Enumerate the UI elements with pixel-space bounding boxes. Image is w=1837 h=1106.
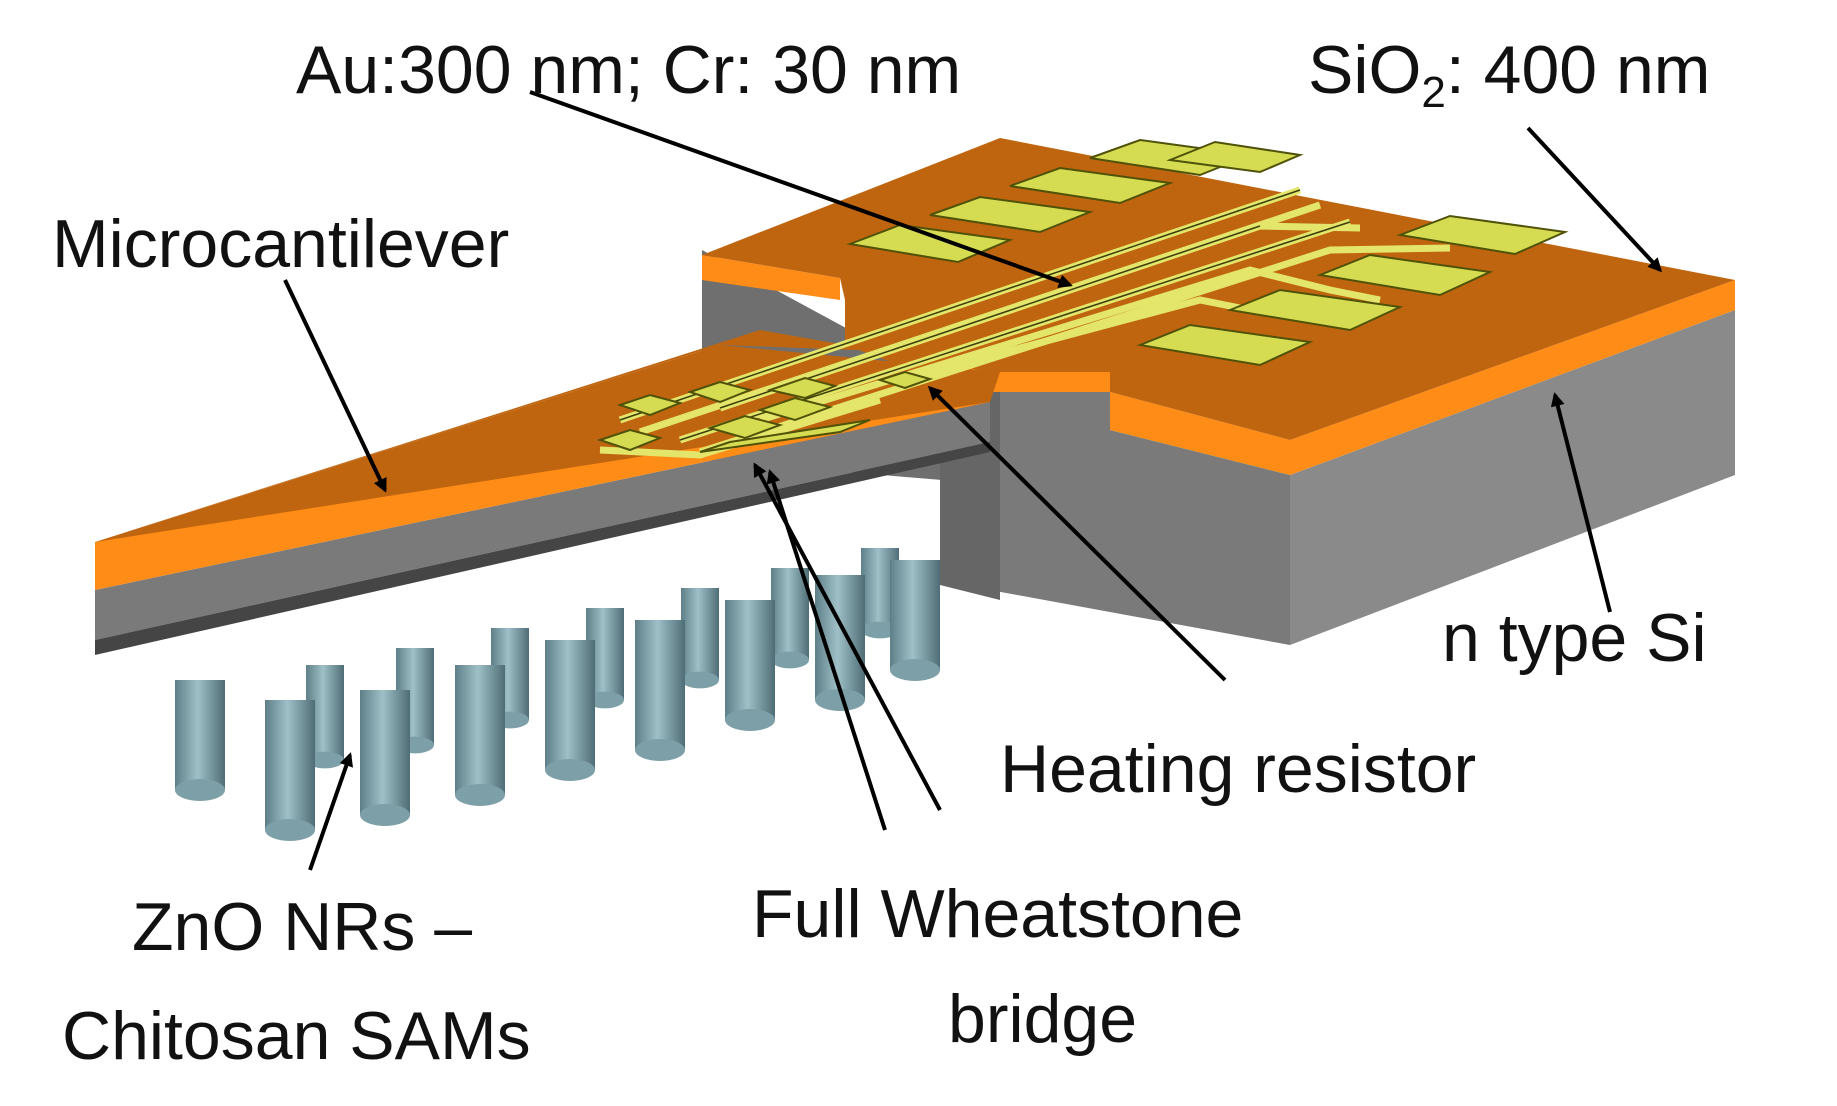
arrow-wheatstone-bridge-2 [766, 469, 887, 831]
cantilever-silicon-front [95, 402, 990, 640]
arrow-metal-layers [529, 90, 1073, 288]
label-nanorods-line1: ZnO NRs – [132, 889, 473, 965]
cantilever-oxide-top-main [95, 345, 1000, 542]
pad-small-6 [766, 376, 839, 400]
arrow-substrate [1550, 392, 1612, 613]
arrow-heating-resistor [927, 385, 1227, 682]
contact-pads [596, 138, 1569, 453]
label-microcantilever: Microcantilever [52, 206, 510, 282]
label-oxide-prefix: SiO [1308, 32, 1422, 108]
nanorod [545, 640, 595, 781]
nanorod [360, 690, 410, 826]
nanorod [771, 568, 809, 669]
substrate-front-face-silicon [990, 392, 1290, 645]
annotation-arrows [283, 90, 1663, 871]
arrow-microcantilever [283, 279, 387, 493]
pad-6 [1396, 214, 1569, 256]
label-metal-layers: Au:300 nm; Cr: 30 nm [296, 32, 962, 108]
trace-6 [758, 266, 1381, 424]
pad-small-4 [706, 414, 784, 440]
nanorod [455, 665, 505, 806]
label-oxide-layer: SiO2: 400 nm [1308, 36, 1710, 115]
pad-8 [1226, 288, 1404, 332]
nanorod [265, 700, 315, 841]
nanorod [681, 588, 719, 689]
pad-small-5 [756, 396, 834, 422]
label-substrate: n type Si [1442, 600, 1707, 676]
nanorod [635, 620, 685, 761]
pad-7 [1316, 253, 1494, 297]
label-oxide-subscript: 2 [1421, 68, 1446, 117]
zno-nanorods [175, 548, 940, 841]
pad-9 [1136, 323, 1314, 367]
pad-3 [1009, 166, 1174, 205]
pad-small-8 [699, 419, 871, 453]
trace-7 [599, 396, 882, 459]
pad-1 [846, 223, 1014, 264]
oxide-edge-left [990, 372, 1290, 475]
label-oxide-suffix: : 400 nm [1445, 32, 1711, 108]
label-heating-resistor: Heating resistor [1000, 731, 1477, 807]
label-wheatstone-line2: bridge [948, 981, 1138, 1057]
pad-small-7 [876, 370, 934, 390]
label-wheatstone-line1: Full Wheatstone [752, 876, 1244, 952]
substrate-front-face-main [1290, 310, 1735, 645]
arrow-oxide [1526, 126, 1663, 273]
label-nanorods-line2: Chitosan SAMs [62, 998, 531, 1074]
nanorod [725, 600, 775, 731]
nanorod [890, 560, 940, 681]
pad-small-3 [686, 380, 754, 404]
oxide-edge-front [1290, 280, 1735, 475]
cantilever-dark-underside [95, 442, 990, 655]
pad-2 [929, 195, 1094, 234]
nanorod [175, 680, 225, 801]
pad-5 [1166, 140, 1304, 174]
trace-8 [899, 296, 1251, 384]
pad-small-1 [596, 428, 664, 452]
oxide-edge-side [702, 255, 840, 300]
pad-small-2 [616, 393, 684, 417]
arrow-nanorods [308, 752, 353, 871]
